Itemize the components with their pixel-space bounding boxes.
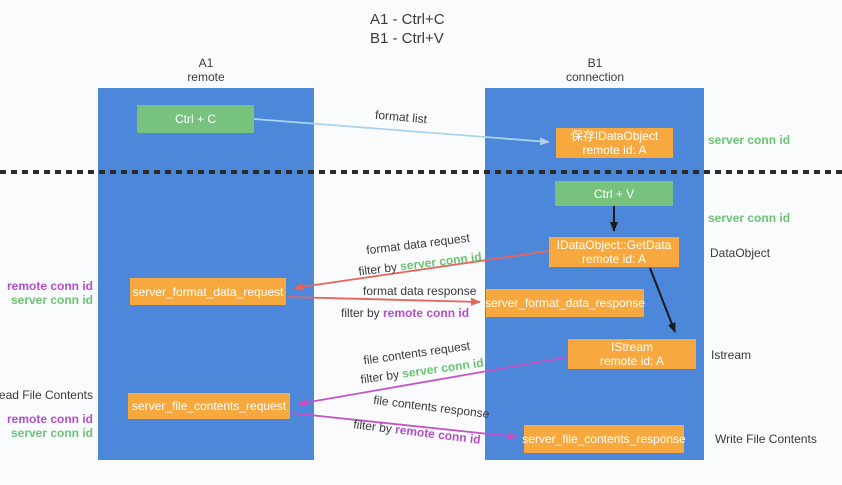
node-server-format-data-request: server_format_data_request bbox=[130, 278, 286, 305]
lifeline-a1-subtitle: remote bbox=[187, 70, 225, 84]
node-istream: IStream remote id: A bbox=[568, 339, 696, 369]
annotation-server-conn-id-top-right: server conn id bbox=[708, 133, 791, 147]
node-idataobject-getdata: IDataObject::GetData remote id: A bbox=[549, 237, 679, 267]
annotation-istream: Istream bbox=[711, 348, 752, 362]
filter-key-remote-conn-id: remote conn id bbox=[383, 306, 470, 320]
node-server-file-contents-request: server_file_contents_request bbox=[128, 393, 290, 419]
node-getdata-line2: remote id: A bbox=[581, 252, 646, 266]
annotation-server-conn-id-top-left: server conn id bbox=[10, 293, 93, 307]
annotation-server-conn-id-mid-right: server conn id bbox=[708, 211, 791, 225]
annotation-server-conn-id-bottom-left: server conn id bbox=[10, 426, 93, 440]
lifeline-header-a1: A1 remote bbox=[146, 56, 266, 84]
annotation-remote-conn-id-top-left: remote conn id bbox=[6, 279, 93, 293]
label-file-contents-response: file contents response bbox=[372, 392, 491, 422]
node-save-idataobject: 保存IDataObject remote id: A bbox=[556, 128, 673, 158]
node-istream-line2: remote id: A bbox=[599, 354, 665, 368]
label-filter-file-response: filter by remote conn id bbox=[353, 417, 482, 446]
filter-prefix: filter by bbox=[359, 366, 404, 387]
node-save-idataobject-line1: 保存IDataObject bbox=[570, 129, 659, 143]
node-istream-line1: IStream bbox=[610, 340, 653, 354]
filter-prefix: filter by bbox=[352, 417, 397, 437]
node-file-response-label: server_file_contents_response bbox=[522, 432, 686, 446]
annotation-read-file-contents: Read File Contents bbox=[0, 388, 93, 402]
annotation-conn-ids-left-top: remote conn id server conn id bbox=[0, 279, 93, 307]
node-save-idataobject-line2: remote id: A bbox=[582, 143, 647, 157]
filter-key-server-conn-id: server conn id bbox=[399, 249, 483, 274]
node-getdata-line1: IDataObject::GetData bbox=[556, 238, 672, 252]
lifeline-b1-subtitle: connection bbox=[565, 70, 625, 84]
annotation-conn-ids-left-bottom: remote conn id server conn id bbox=[0, 412, 93, 440]
label-filter-format-response: filter by remote conn id bbox=[341, 306, 469, 320]
node-file-request-label: server_file_contents_request bbox=[131, 399, 287, 413]
node-ctrl-c: Ctrl + C bbox=[137, 105, 254, 133]
lifeline-header-b1: B1 connection bbox=[535, 56, 655, 84]
node-server-file-contents-response: server_file_contents_response bbox=[522, 425, 686, 453]
diagram-title: A1 - Ctrl+C B1 - Ctrl+V bbox=[370, 10, 445, 48]
label-format-data-response: format data response bbox=[363, 284, 477, 298]
node-format-response-label: server_format_data_response bbox=[484, 296, 646, 310]
node-ctrl-c-label: Ctrl + C bbox=[174, 112, 216, 126]
lifeline-b1-name: B1 bbox=[587, 56, 603, 70]
filter-prefix: filter by bbox=[341, 306, 384, 320]
annotation-remote-conn-id-bottom-left: remote conn id bbox=[6, 412, 93, 426]
machine-boundary-dotted-line bbox=[0, 170, 842, 174]
filter-prefix: filter by bbox=[357, 259, 402, 279]
node-format-request-label: server_format_data_request bbox=[132, 284, 284, 299]
node-server-format-data-response: server_format_data_response bbox=[484, 289, 646, 317]
lifeline-a1-name: A1 bbox=[198, 56, 214, 70]
title-line-a1: A1 - Ctrl+C bbox=[370, 11, 445, 28]
node-ctrl-v-label: Ctrl + V bbox=[593, 186, 635, 201]
node-ctrl-v: Ctrl + V bbox=[555, 181, 673, 206]
title-line-b1: B1 - Ctrl+V bbox=[370, 30, 444, 47]
annotation-dataobject: DataObject bbox=[710, 246, 771, 260]
label-format-list: format list bbox=[374, 107, 428, 127]
filter-key-remote-conn-id: remote conn id bbox=[394, 422, 482, 447]
annotation-write-file-contents: Write File Contents bbox=[715, 432, 817, 446]
